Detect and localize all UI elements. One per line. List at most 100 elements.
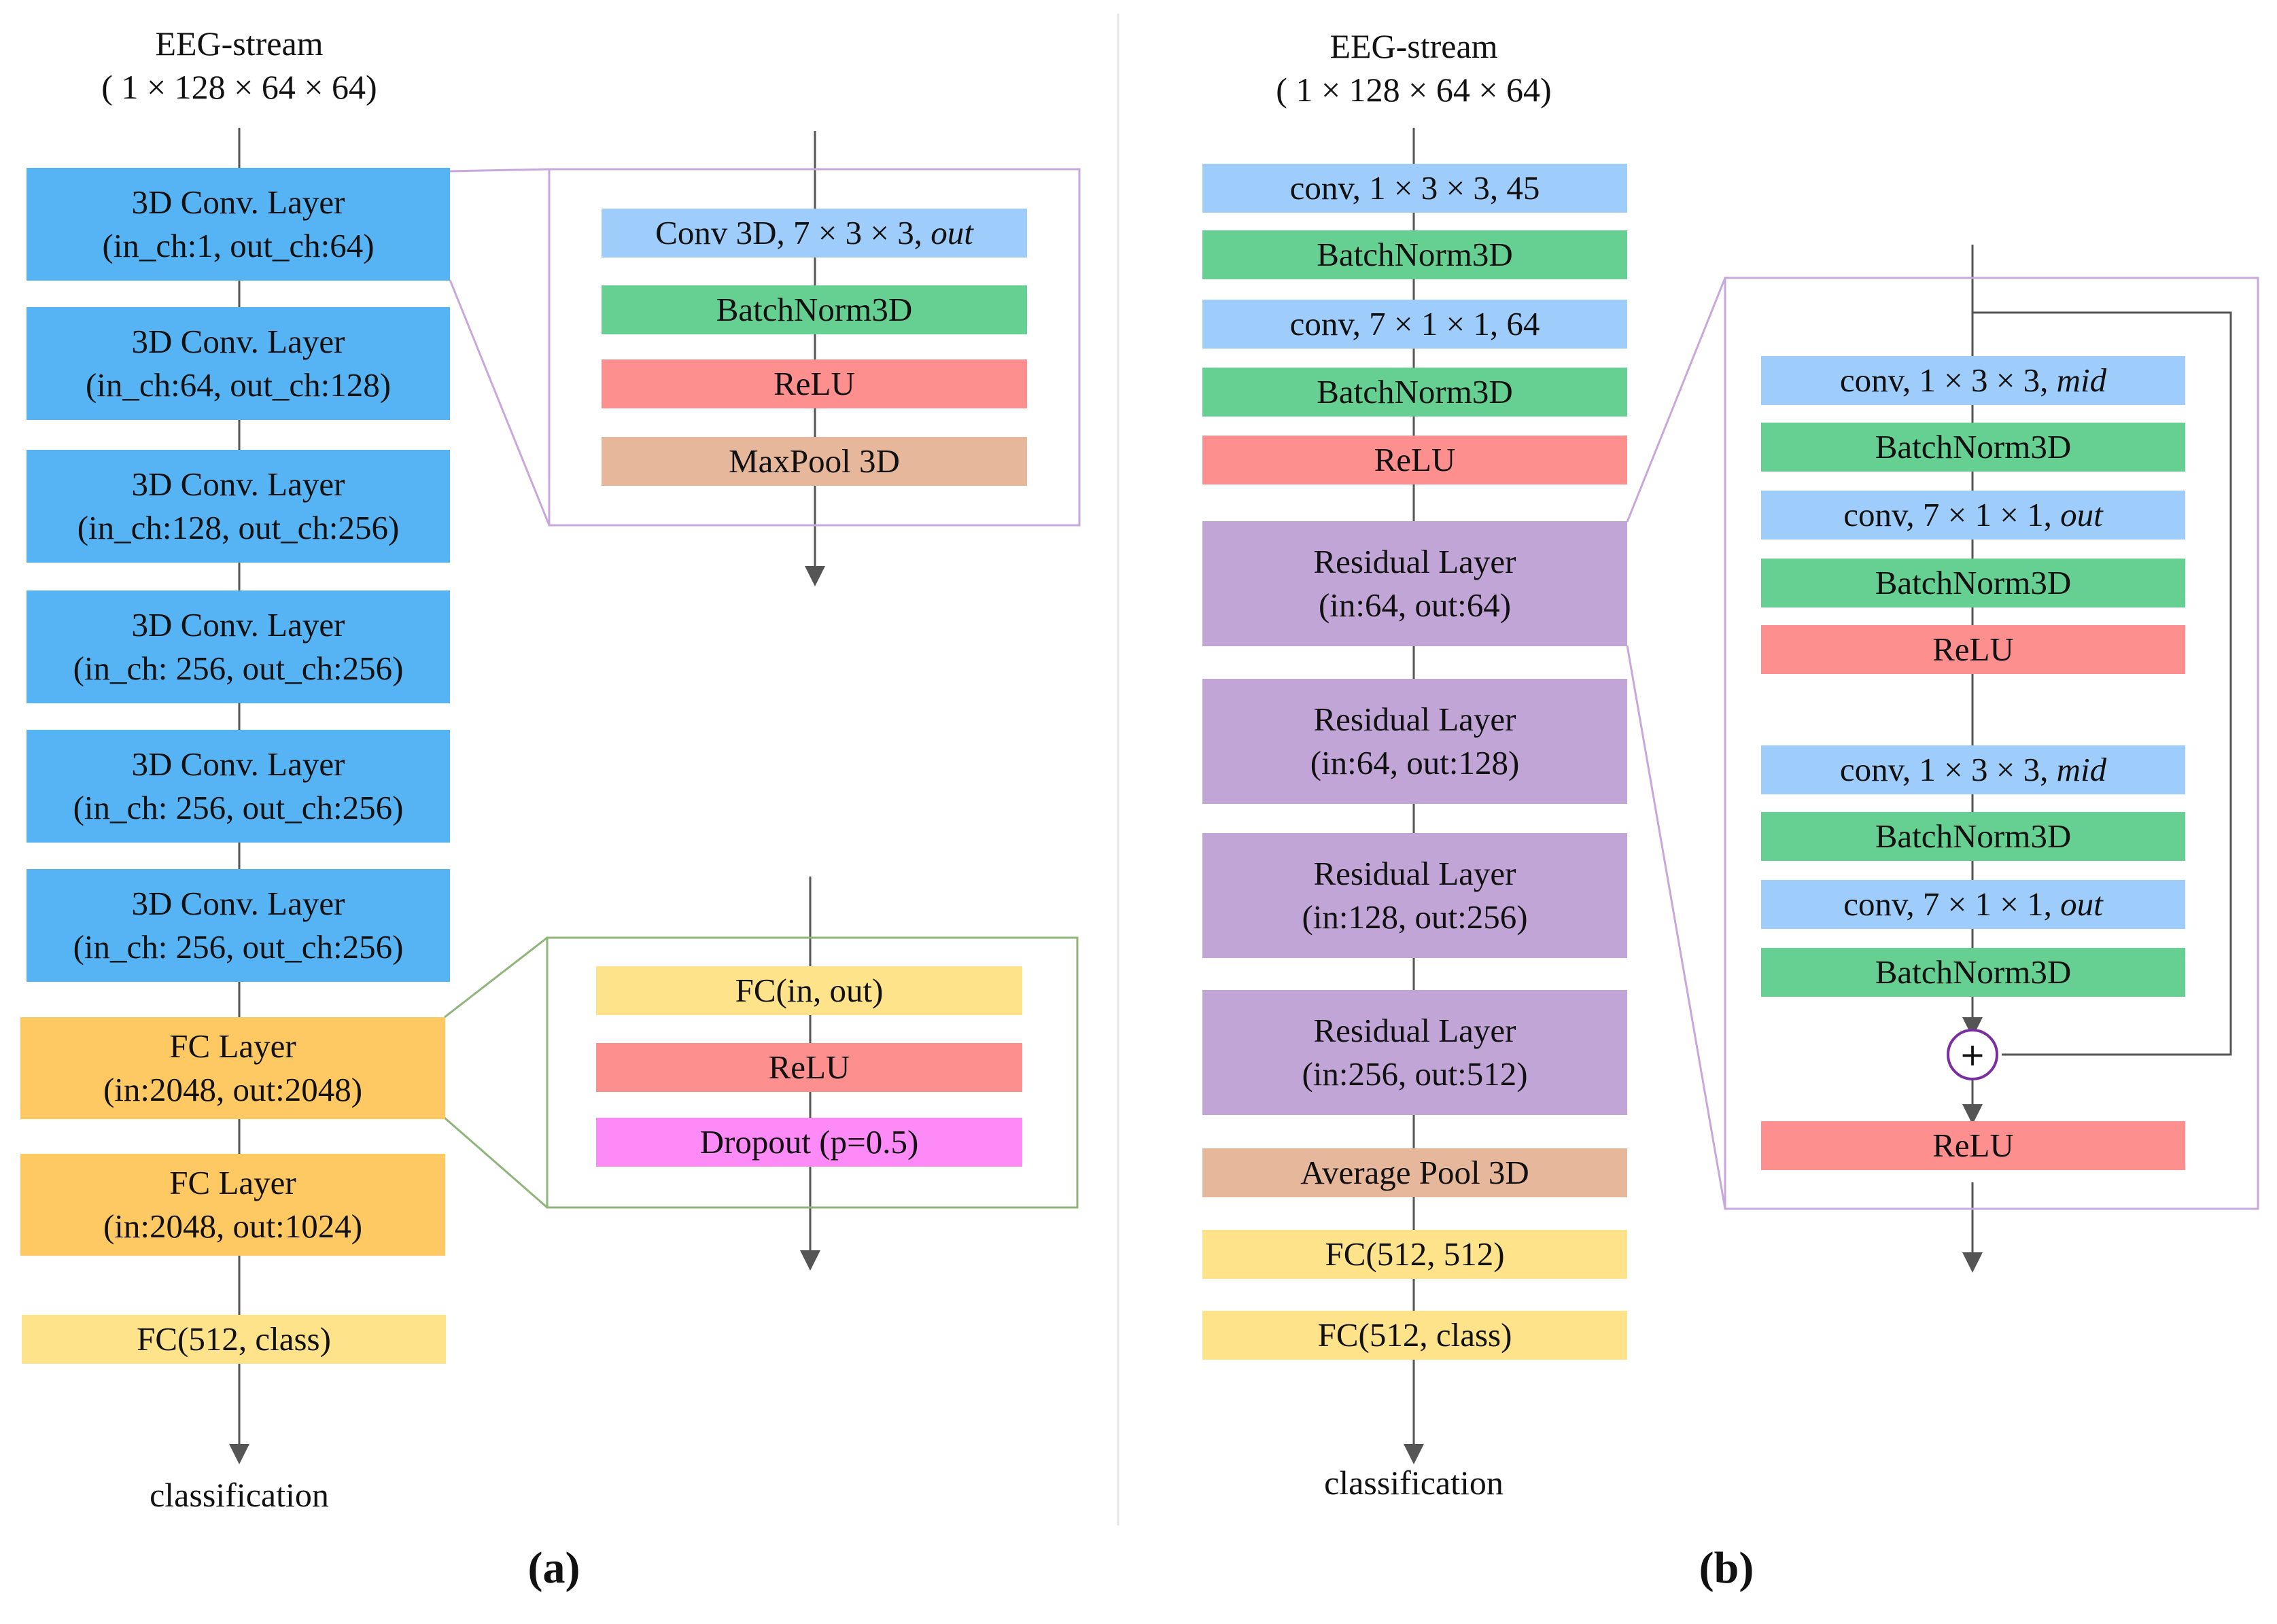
add-node: +	[1947, 1029, 1998, 1080]
res-batchnorm-a1-label: BatchNorm3D	[1875, 428, 2072, 465]
res-batchnorm-b2: BatchNorm3D	[1761, 948, 2185, 997]
stem-batchnorm-1-label: BatchNorm3D	[1317, 236, 1513, 273]
conv-layer-title: 3D Conv. Layer	[131, 323, 345, 360]
residual-layer-2: Residual Layer (in:64, out:128)	[1202, 679, 1627, 804]
res-batchnorm-b1-label: BatchNorm3D	[1875, 817, 2072, 855]
res-conv-a1-label: conv, 1 × 3 × 3, mid	[1839, 361, 2107, 399]
res-batchnorm-a2: BatchNorm3D	[1761, 559, 2185, 607]
residual-layer-params: (in:64, out:64)	[1318, 586, 1512, 624]
res-batchnorm-a2-label: BatchNorm3D	[1875, 564, 2072, 601]
final-fc-label: FC(512, class)	[137, 1320, 331, 1358]
residual-layer-3: Residual Layer (in:128, out:256)	[1202, 833, 1627, 958]
add-symbol: +	[1959, 1036, 1986, 1073]
fc-512-512-label: FC(512, 512)	[1325, 1235, 1505, 1273]
residual-layer-1: Residual Layer (in:64, out:64)	[1202, 521, 1627, 646]
stem-conv-2: conv, 7 × 1 × 1, 64	[1202, 300, 1627, 349]
conv-layer-1: 3D Conv. Layer (in_ch:1, out_ch:64)	[27, 168, 450, 281]
detail-maxpool: MaxPool 3D	[602, 437, 1027, 486]
detail-relu: ReLU	[602, 359, 1027, 408]
caption-a: (a)	[527, 1543, 580, 1593]
residual-layer-title: Residual Layer	[1313, 1012, 1516, 1049]
res-relu-a-label: ReLU	[1932, 631, 2014, 668]
fc-512-class-label: FC(512, class)	[1317, 1316, 1512, 1354]
final-fc: FC(512, class)	[22, 1315, 446, 1364]
conv-layer-params: (in_ch:128, out_ch:256)	[77, 509, 400, 546]
detail-fc-relu: ReLU	[596, 1043, 1022, 1092]
conv-layer-4: 3D Conv. Layer (in_ch: 256, out_ch:256)	[27, 590, 450, 703]
skip-connection	[1972, 311, 2232, 1056]
fc-layer-title: FC Layer	[169, 1027, 296, 1065]
res-conv-b2: conv, 7 × 1 × 1, out	[1761, 880, 2185, 929]
conv-layer-params: (in_ch: 256, out_ch:256)	[73, 928, 404, 966]
avg-pool-label: Average Pool 3D	[1300, 1154, 1529, 1191]
res-relu-a: ReLU	[1761, 625, 2185, 674]
residual-layer-title: Residual Layer	[1313, 855, 1516, 892]
res-batchnorm-b2-label: BatchNorm3D	[1875, 953, 2072, 991]
res-batchnorm-b1: BatchNorm3D	[1761, 812, 2185, 861]
conv-layer-params: (in_ch:1, out_ch:64)	[102, 227, 375, 264]
residual-layer-params: (in:128, out:256)	[1302, 898, 1528, 936]
stem-relu-label: ReLU	[1374, 441, 1456, 478]
detail-dropout: Dropout (p=0.5)	[596, 1118, 1022, 1167]
panel-b-input-shape: ( 1 × 128 × 64 × 64)	[1276, 71, 1552, 109]
res-batchnorm-a1: BatchNorm3D	[1761, 423, 2185, 472]
conv-layer-params: (in_ch:64, out_ch:128)	[85, 366, 392, 404]
res-relu-out-label: ReLU	[1932, 1127, 2014, 1164]
conv-layer-title: 3D Conv. Layer	[131, 885, 345, 922]
stem-batchnorm-1: BatchNorm3D	[1202, 230, 1627, 279]
fc-layer-title: FC Layer	[169, 1164, 296, 1201]
conv-layer-title: 3D Conv. Layer	[131, 745, 345, 783]
stem-conv-1-label: conv, 1 × 3 × 3, 45	[1289, 169, 1540, 207]
residual-layer-params: (in:256, out:512)	[1302, 1055, 1528, 1093]
stem-relu: ReLU	[1202, 436, 1627, 484]
fc-layer-1: FC Layer (in:2048, out:2048)	[20, 1017, 445, 1119]
fc-layer-params: (in:2048, out:1024)	[103, 1207, 363, 1245]
detail-fc-relu-label: ReLU	[768, 1048, 850, 1086]
detail-maxpool-label: MaxPool 3D	[729, 442, 900, 480]
stem-batchnorm-2: BatchNorm3D	[1202, 368, 1627, 417]
panel-a-input-title: EEG-stream	[155, 24, 324, 63]
conv-layer-2: 3D Conv. Layer (in_ch:64, out_ch:128)	[27, 307, 450, 420]
panel-b-input-title: EEG-stream	[1329, 27, 1498, 65]
conv-layer-params: (in_ch: 256, out_ch:256)	[73, 650, 404, 687]
detail-conv3d-label: Conv 3D, 7 × 3 × 3, out	[655, 214, 973, 251]
conv-layer-5: 3D Conv. Layer (in_ch: 256, out_ch:256)	[27, 730, 450, 843]
detail-dropout-label: Dropout (p=0.5)	[699, 1123, 919, 1161]
res-conv-a2-label: conv, 7 × 1 × 1, out	[1843, 496, 2103, 533]
conv-layer-6: 3D Conv. Layer (in_ch: 256, out_ch:256)	[27, 869, 450, 982]
fc-detail-frame	[546, 936, 1079, 1209]
panel-a-input-shape: ( 1 × 128 × 64 × 64)	[101, 68, 377, 106]
conv-layer-params: (in_ch: 256, out_ch:256)	[73, 789, 404, 826]
res-conv-a2: conv, 7 × 1 × 1, out	[1761, 491, 2185, 540]
conv-layer-3: 3D Conv. Layer (in_ch:128, out_ch:256)	[27, 450, 450, 563]
res-conv-b1: conv, 1 × 3 × 3, mid	[1761, 745, 2185, 794]
res-relu-out: ReLU	[1761, 1121, 2185, 1170]
conv-layer-title: 3D Conv. Layer	[131, 606, 345, 643]
detail-fc: FC(in, out)	[596, 966, 1022, 1015]
conv-layer-title: 3D Conv. Layer	[131, 465, 345, 503]
stem-conv-2-label: conv, 7 × 1 × 1, 64	[1289, 305, 1540, 342]
residual-layer-title: Residual Layer	[1313, 701, 1516, 738]
caption-b: (b)	[1699, 1543, 1754, 1593]
detail-fc-label: FC(in, out)	[735, 972, 884, 1009]
stem-batchnorm-2-label: BatchNorm3D	[1317, 373, 1513, 410]
detail-conv3d: Conv 3D, 7 × 3 × 3, out	[602, 209, 1027, 258]
residual-layer-params: (in:64, out:128)	[1310, 744, 1520, 781]
fc-512-512: FC(512, 512)	[1202, 1230, 1627, 1279]
res-conv-b1-label: conv, 1 × 3 × 3, mid	[1839, 751, 2107, 788]
detail-relu-label: ReLU	[774, 365, 855, 402]
fc-512-class: FC(512, class)	[1202, 1311, 1627, 1360]
residual-layer-title: Residual Layer	[1313, 543, 1516, 580]
res-detail-frame	[1724, 277, 2259, 1210]
avg-pool: Average Pool 3D	[1202, 1148, 1627, 1197]
fc-layer-2: FC Layer (in:2048, out:1024)	[20, 1154, 445, 1256]
residual-layer-4: Residual Layer (in:256, out:512)	[1202, 990, 1627, 1115]
detail-batchnorm-label: BatchNorm3D	[716, 291, 913, 328]
conv-layer-title: 3D Conv. Layer	[131, 183, 345, 221]
panel-b-output: classification	[1324, 1464, 1503, 1502]
panel-a-output: classification	[150, 1476, 329, 1514]
res-conv-b2-label: conv, 7 × 1 × 1, out	[1843, 885, 2103, 923]
res-conv-a1: conv, 1 × 3 × 3, mid	[1761, 356, 2185, 405]
conv-detail-frame	[548, 168, 1081, 527]
stem-conv-1: conv, 1 × 3 × 3, 45	[1202, 164, 1627, 213]
